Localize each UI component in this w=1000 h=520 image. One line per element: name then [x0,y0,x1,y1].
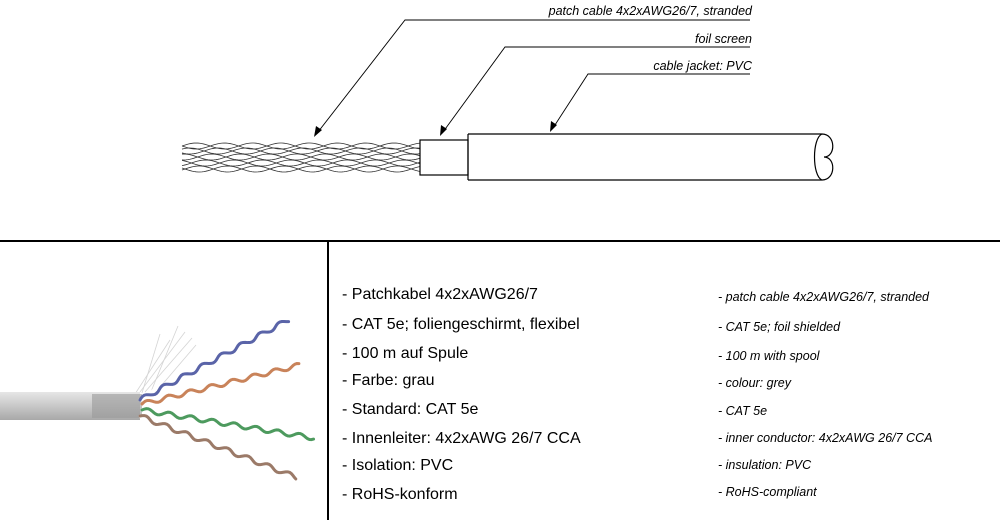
callout-leaders [317,19,750,133]
spec-de-item: - RoHS-konform [342,486,458,503]
spec-en-item: - CAT 5e [718,404,768,418]
vertical-divider [327,242,329,520]
strand-wire [181,142,421,150]
twisted-pair-wire [138,320,291,402]
strand-wire [181,165,421,173]
strand-wire [181,147,421,155]
spec-en-item: - patch cable 4x2xAWG26/7, stranded [718,290,929,304]
twisted-pair-wire [140,362,301,406]
spec-de-item: - Isolation: PVC [342,457,454,474]
spec-en-item: - colour: grey [718,376,791,390]
foil-screen-shape [419,139,469,176]
cable-jacket-shape [467,133,822,181]
callout-cable-jacket: cable jacket: PVC [653,59,752,73]
cable-photo [0,317,316,481]
twisted-pairs-photo [138,317,316,481]
callout-arrowheads [314,121,557,137]
strand-wire [181,165,421,173]
callout-patch-cable: patch cable 4x2xAWG26/7, stranded [548,4,752,18]
spec-en-item: - insulation: PVC [718,458,812,472]
foil-wrap-photo [92,394,142,418]
spec-en-item: - RoHS-compliant [718,485,817,499]
spec-de-item: - Farbe: grau [342,372,435,389]
foil-strands [134,325,197,395]
horizontal-divider [0,240,1000,242]
spec-de-item: - 100 m auf Spule [342,345,469,362]
strand-wire [181,159,421,167]
twisted-pair-wire [140,364,302,407]
spec-en-item: - 100 m with spool [718,349,820,363]
spec-en-item: - CAT 5e; foil shielded [718,320,841,334]
callout-foil-screen: foil screen [695,32,752,46]
spec-de-item: - Patchkabel 4x2xAWG26/7 [342,286,538,303]
spec-en-item: - inner conductor: 4x2xAWG 26/7 CCA [718,431,933,445]
twisted-pair-wire [138,414,299,479]
strand-wire [181,153,421,161]
cable-cross-section-diagram [181,19,834,181]
strand-wire [181,159,421,167]
spec-de-item: - Standard: CAT 5e [342,401,479,418]
strand-wire [181,147,421,155]
strand-wire [181,153,421,161]
cable-jacket-end [813,133,834,181]
twisted-pair-strands [181,142,421,173]
twisted-pair-wire [140,407,316,442]
spec-de-item: - Innenleiter: 4x2xAWG 26/7 CCA [342,430,581,447]
twisted-pair-wire [138,414,298,481]
spec-de-item: - CAT 5e; foliengeschirmt, flexibel [342,316,580,333]
twisted-pair-wire [138,317,289,402]
